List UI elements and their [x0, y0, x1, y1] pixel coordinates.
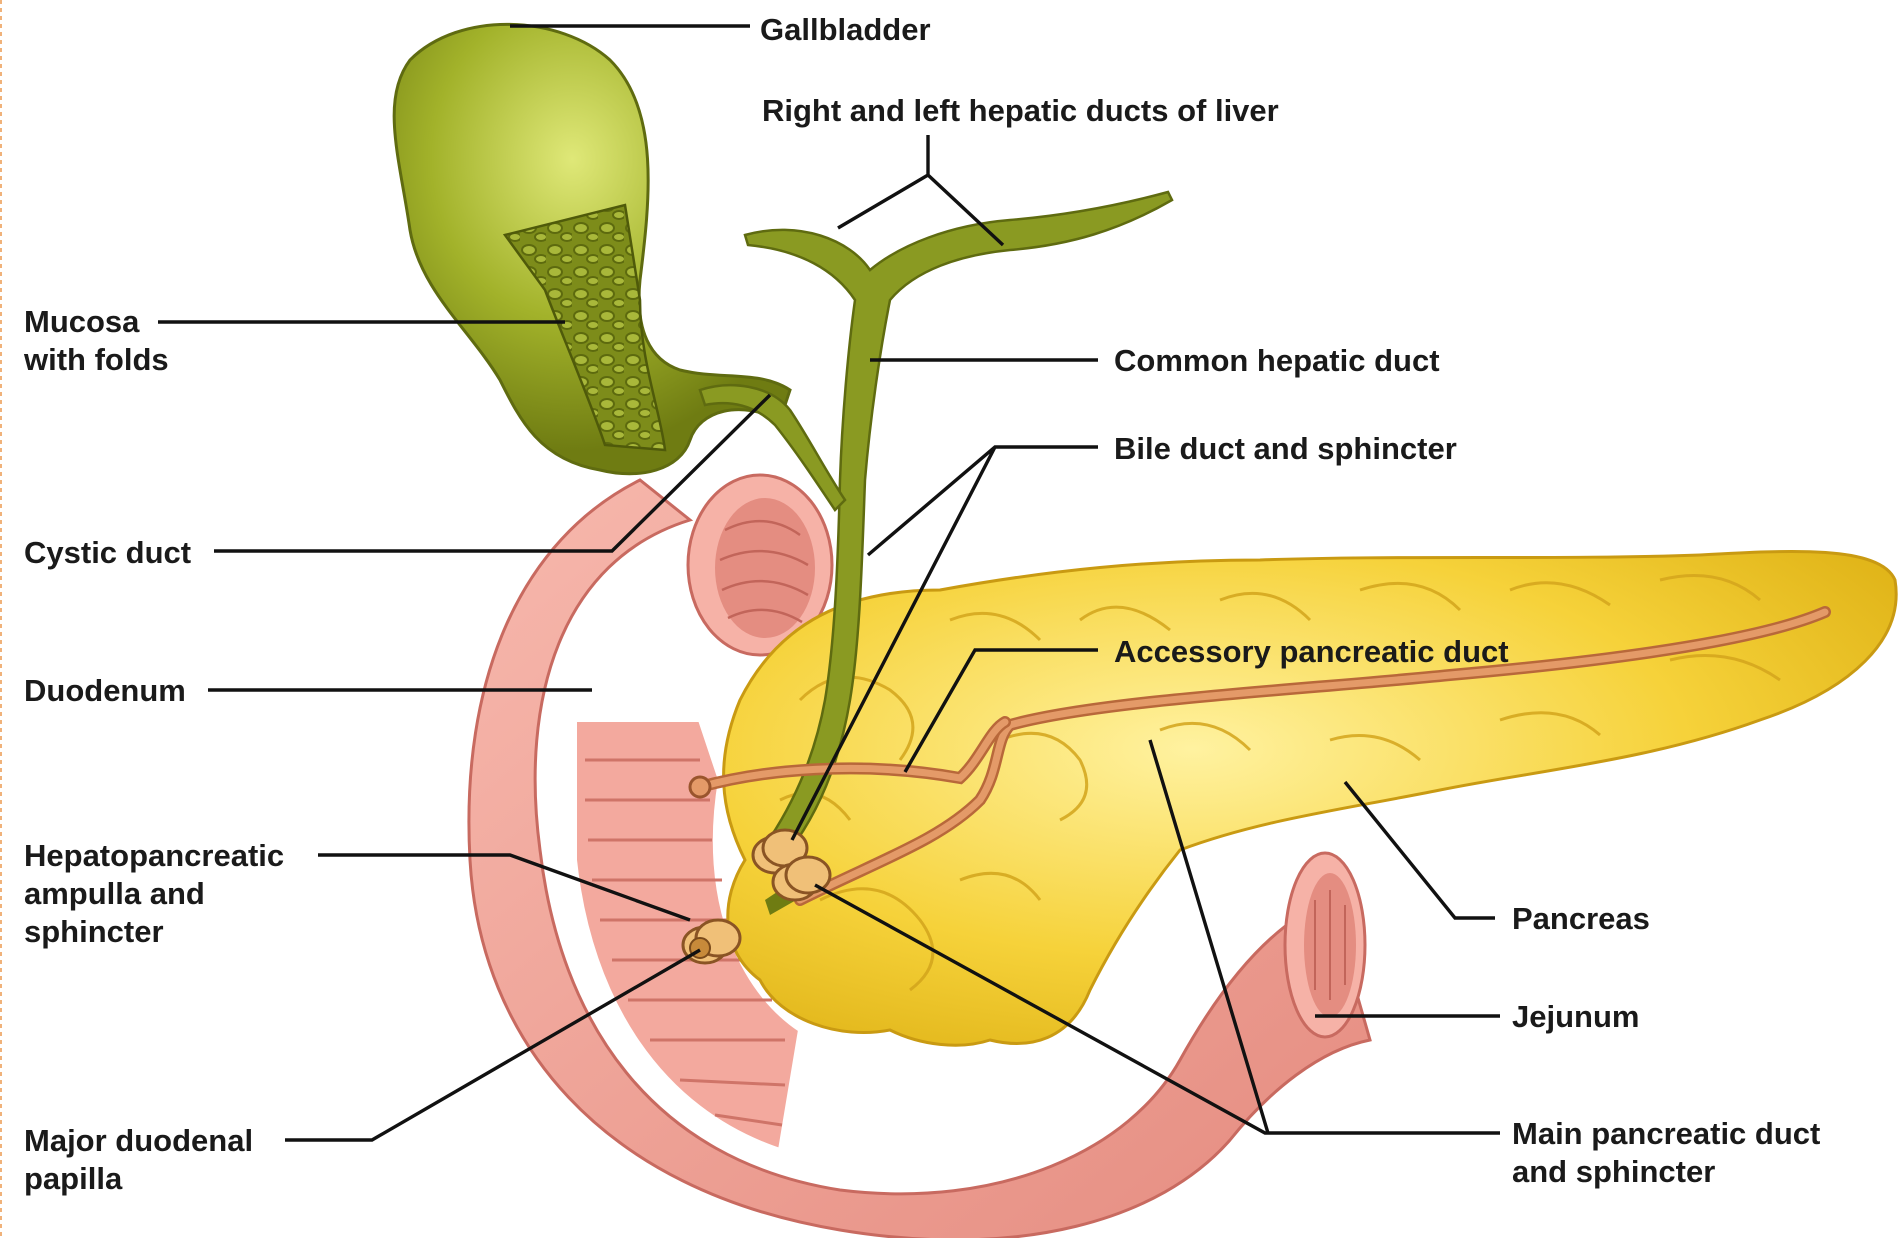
label-cystic-duct: Cystic duct — [24, 535, 191, 570]
label-gallbladder: Gallbladder — [760, 12, 931, 47]
label-hepato-line2: ampulla and — [24, 876, 205, 911]
label-main-duct-line1: Main pancreatic duct — [1512, 1116, 1820, 1151]
label-hepato-line3: sphincter — [24, 914, 164, 949]
label-hepato-line1: Hepatopancreatic — [24, 838, 284, 873]
label-duodenum: Duodenum — [24, 673, 186, 708]
label-major-line1: Major duodenal — [24, 1123, 253, 1158]
label-main-duct-line2: and sphincter — [1512, 1154, 1715, 1189]
label-accessory-duct: Accessory pancreatic duct — [1114, 634, 1509, 669]
label-jejunum: Jejunum — [1512, 999, 1639, 1034]
label-pancreas: Pancreas — [1512, 901, 1650, 936]
label-bile-duct: Bile duct and sphincter — [1114, 431, 1457, 466]
label-mucosa-line1: Mucosa — [24, 304, 140, 339]
label-mucosa-line2: with folds — [23, 342, 169, 377]
label-major-line2: papilla — [24, 1161, 123, 1196]
label-hepatic-ducts: Right and left hepatic ducts of liver — [762, 93, 1279, 128]
label-common-hepatic: Common hepatic duct — [1114, 343, 1440, 378]
gallbladder-shape — [394, 24, 790, 473]
